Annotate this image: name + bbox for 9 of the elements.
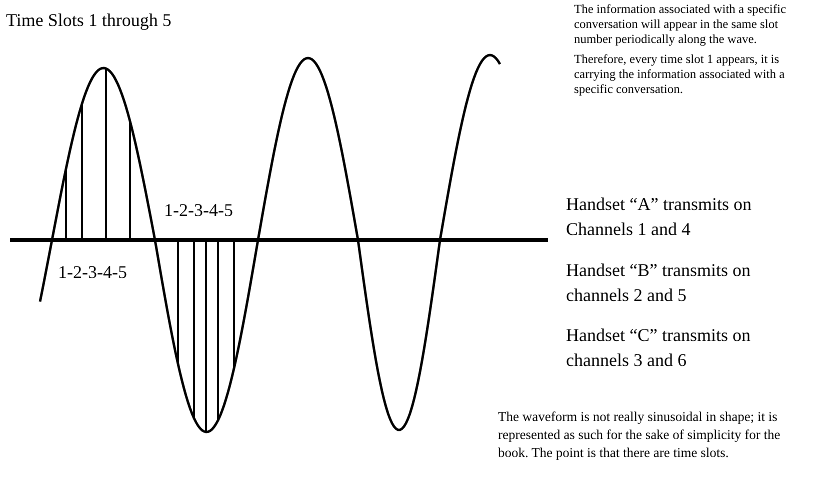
note-text: The information associated with a specific conversation will appear in the same slot number periodically along the wave. (574, 2, 788, 47)
handset-label: Handset “B” transmits on channels 2 and 5 (566, 259, 752, 307)
note-text: Therefore, every time slot 1 appears, it is carrying the information associated with a specific conversation. (574, 52, 786, 97)
title-text: Time Slots 1 through 5 (6, 10, 172, 31)
slot-number-label: 1-2-3-4-5 (58, 262, 127, 283)
note-text: The waveform is not really sinusoidal in shape; it is represented as such for the sake of simplicity for the book. The point is that there are time slots. (498, 408, 782, 462)
slot-number-label: 1-2-3-4-5 (164, 200, 233, 221)
handset-label: Handset “C” transmits on channels 3 and 6 (566, 324, 752, 372)
handset-label: Handset “A” transmits on Channels 1 and 4 (566, 193, 752, 241)
